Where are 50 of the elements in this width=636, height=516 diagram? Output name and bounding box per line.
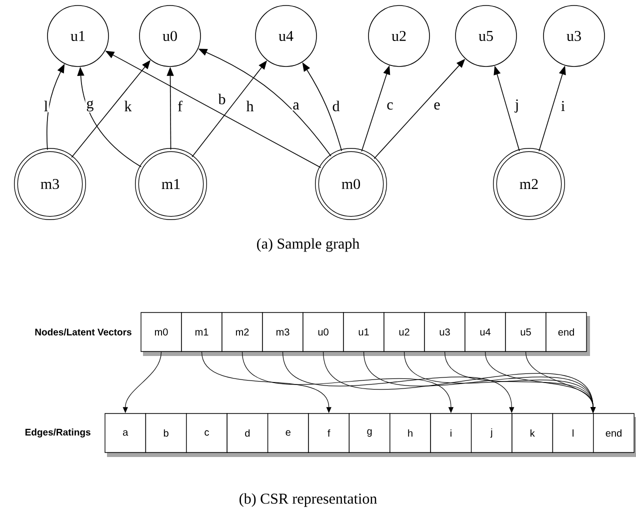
edge-label: a	[293, 102, 300, 110]
double-circle-node: m2	[493, 148, 565, 220]
array-cell: u3	[424, 312, 466, 352]
array-cell: m3	[262, 312, 304, 352]
edge-label: k	[124, 100, 132, 112]
array-cell: j	[470, 413, 512, 453]
array-cell: l	[552, 413, 594, 453]
array-cell: end	[593, 413, 634, 453]
array-cell: i	[430, 413, 472, 453]
array-cell: u5	[505, 312, 546, 352]
array-cell: d	[226, 413, 268, 453]
circle-node: u0	[139, 5, 201, 67]
array-cell: g	[348, 413, 390, 453]
array-cell: c	[186, 413, 228, 453]
array-cell: u0	[302, 312, 344, 352]
circle-node: u2	[368, 5, 430, 67]
double-circle-node: m3	[14, 148, 86, 220]
array-cell: u1	[343, 312, 384, 352]
edge-label: h	[246, 100, 254, 112]
edge-label: b	[218, 94, 226, 104]
edge-label: i	[561, 101, 565, 111]
edge-label: e	[434, 102, 440, 110]
edge-label: f	[178, 100, 182, 112]
array-cell: h	[390, 413, 431, 453]
array-cell: b	[145, 413, 187, 453]
array-cell: m0	[140, 312, 182, 352]
row-heading: Edges/Ratings	[25, 428, 90, 438]
array-cell: m1	[181, 312, 222, 352]
array-cell: k	[512, 413, 554, 453]
double-circle-node: m1	[135, 148, 207, 220]
circle-node: u3	[543, 5, 605, 67]
array-cell: a	[104, 413, 146, 453]
circle-node: u1	[47, 5, 109, 67]
edge-label: l	[44, 100, 48, 112]
double-circle-node: m0	[315, 148, 387, 220]
edge-label: g	[86, 100, 94, 112]
array-cell: m2	[222, 312, 263, 352]
array-cell: u2	[384, 312, 425, 352]
array-cell: e	[267, 413, 309, 453]
row-heading: Nodes/Latent Vectors	[35, 328, 132, 336]
array-cell: end	[546, 312, 587, 352]
edge-label: c	[387, 102, 393, 110]
caption: (b) CSR representation	[240, 493, 377, 507]
circle-node: u5	[455, 5, 517, 67]
caption: (a) Sample graph	[257, 238, 360, 252]
edge-label: j	[514, 99, 518, 113]
edge-label: d	[332, 100, 340, 112]
array-cell: f	[308, 413, 350, 453]
array-cell: u4	[464, 312, 506, 352]
circle-node: u4	[255, 5, 317, 67]
